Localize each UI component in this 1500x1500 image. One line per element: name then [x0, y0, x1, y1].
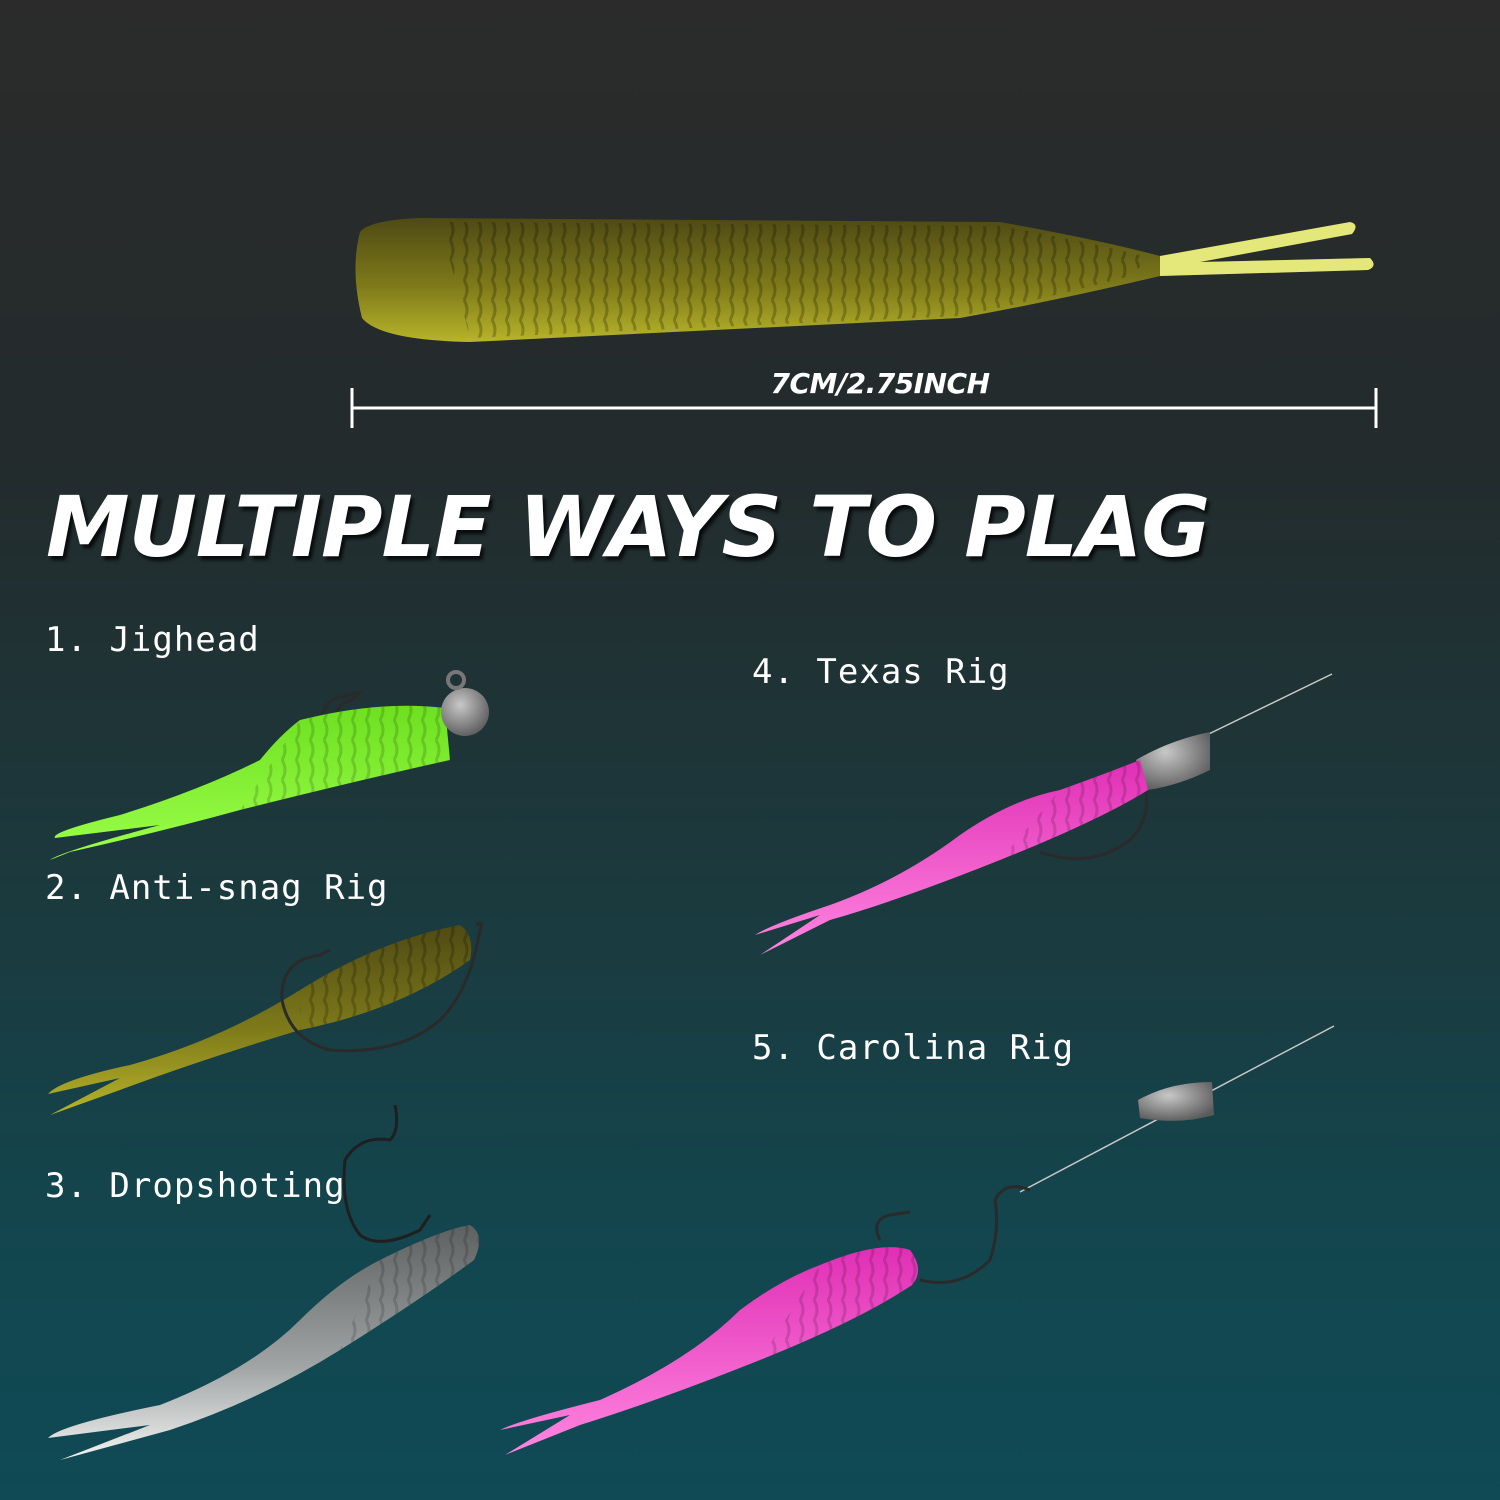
rig-label-texas: 4. Texas Rig	[752, 652, 1010, 692]
rig-label-dropshot: 3. Dropshoting	[45, 1166, 346, 1206]
carolina-rig-lure	[500, 1025, 1335, 1455]
headline: MULTIPLE WAYS TO PLAG	[46, 478, 1210, 576]
texas-rig-lure	[755, 673, 1333, 955]
size-label: 7CM/2.75INCH	[770, 367, 990, 400]
main-lure	[355, 218, 1374, 342]
rig-label-jighead: 1. Jighead	[45, 620, 260, 660]
rig-label-anti-snag: 2. Anti-snag Rig	[45, 868, 389, 908]
rig-label-carolina: 5. Carolina Rig	[752, 1028, 1075, 1068]
anti-snag-lure	[48, 921, 483, 1115]
measurement-bar	[350, 388, 1378, 428]
dropshot-lure	[48, 1104, 480, 1460]
jighead-lure	[50, 670, 489, 860]
